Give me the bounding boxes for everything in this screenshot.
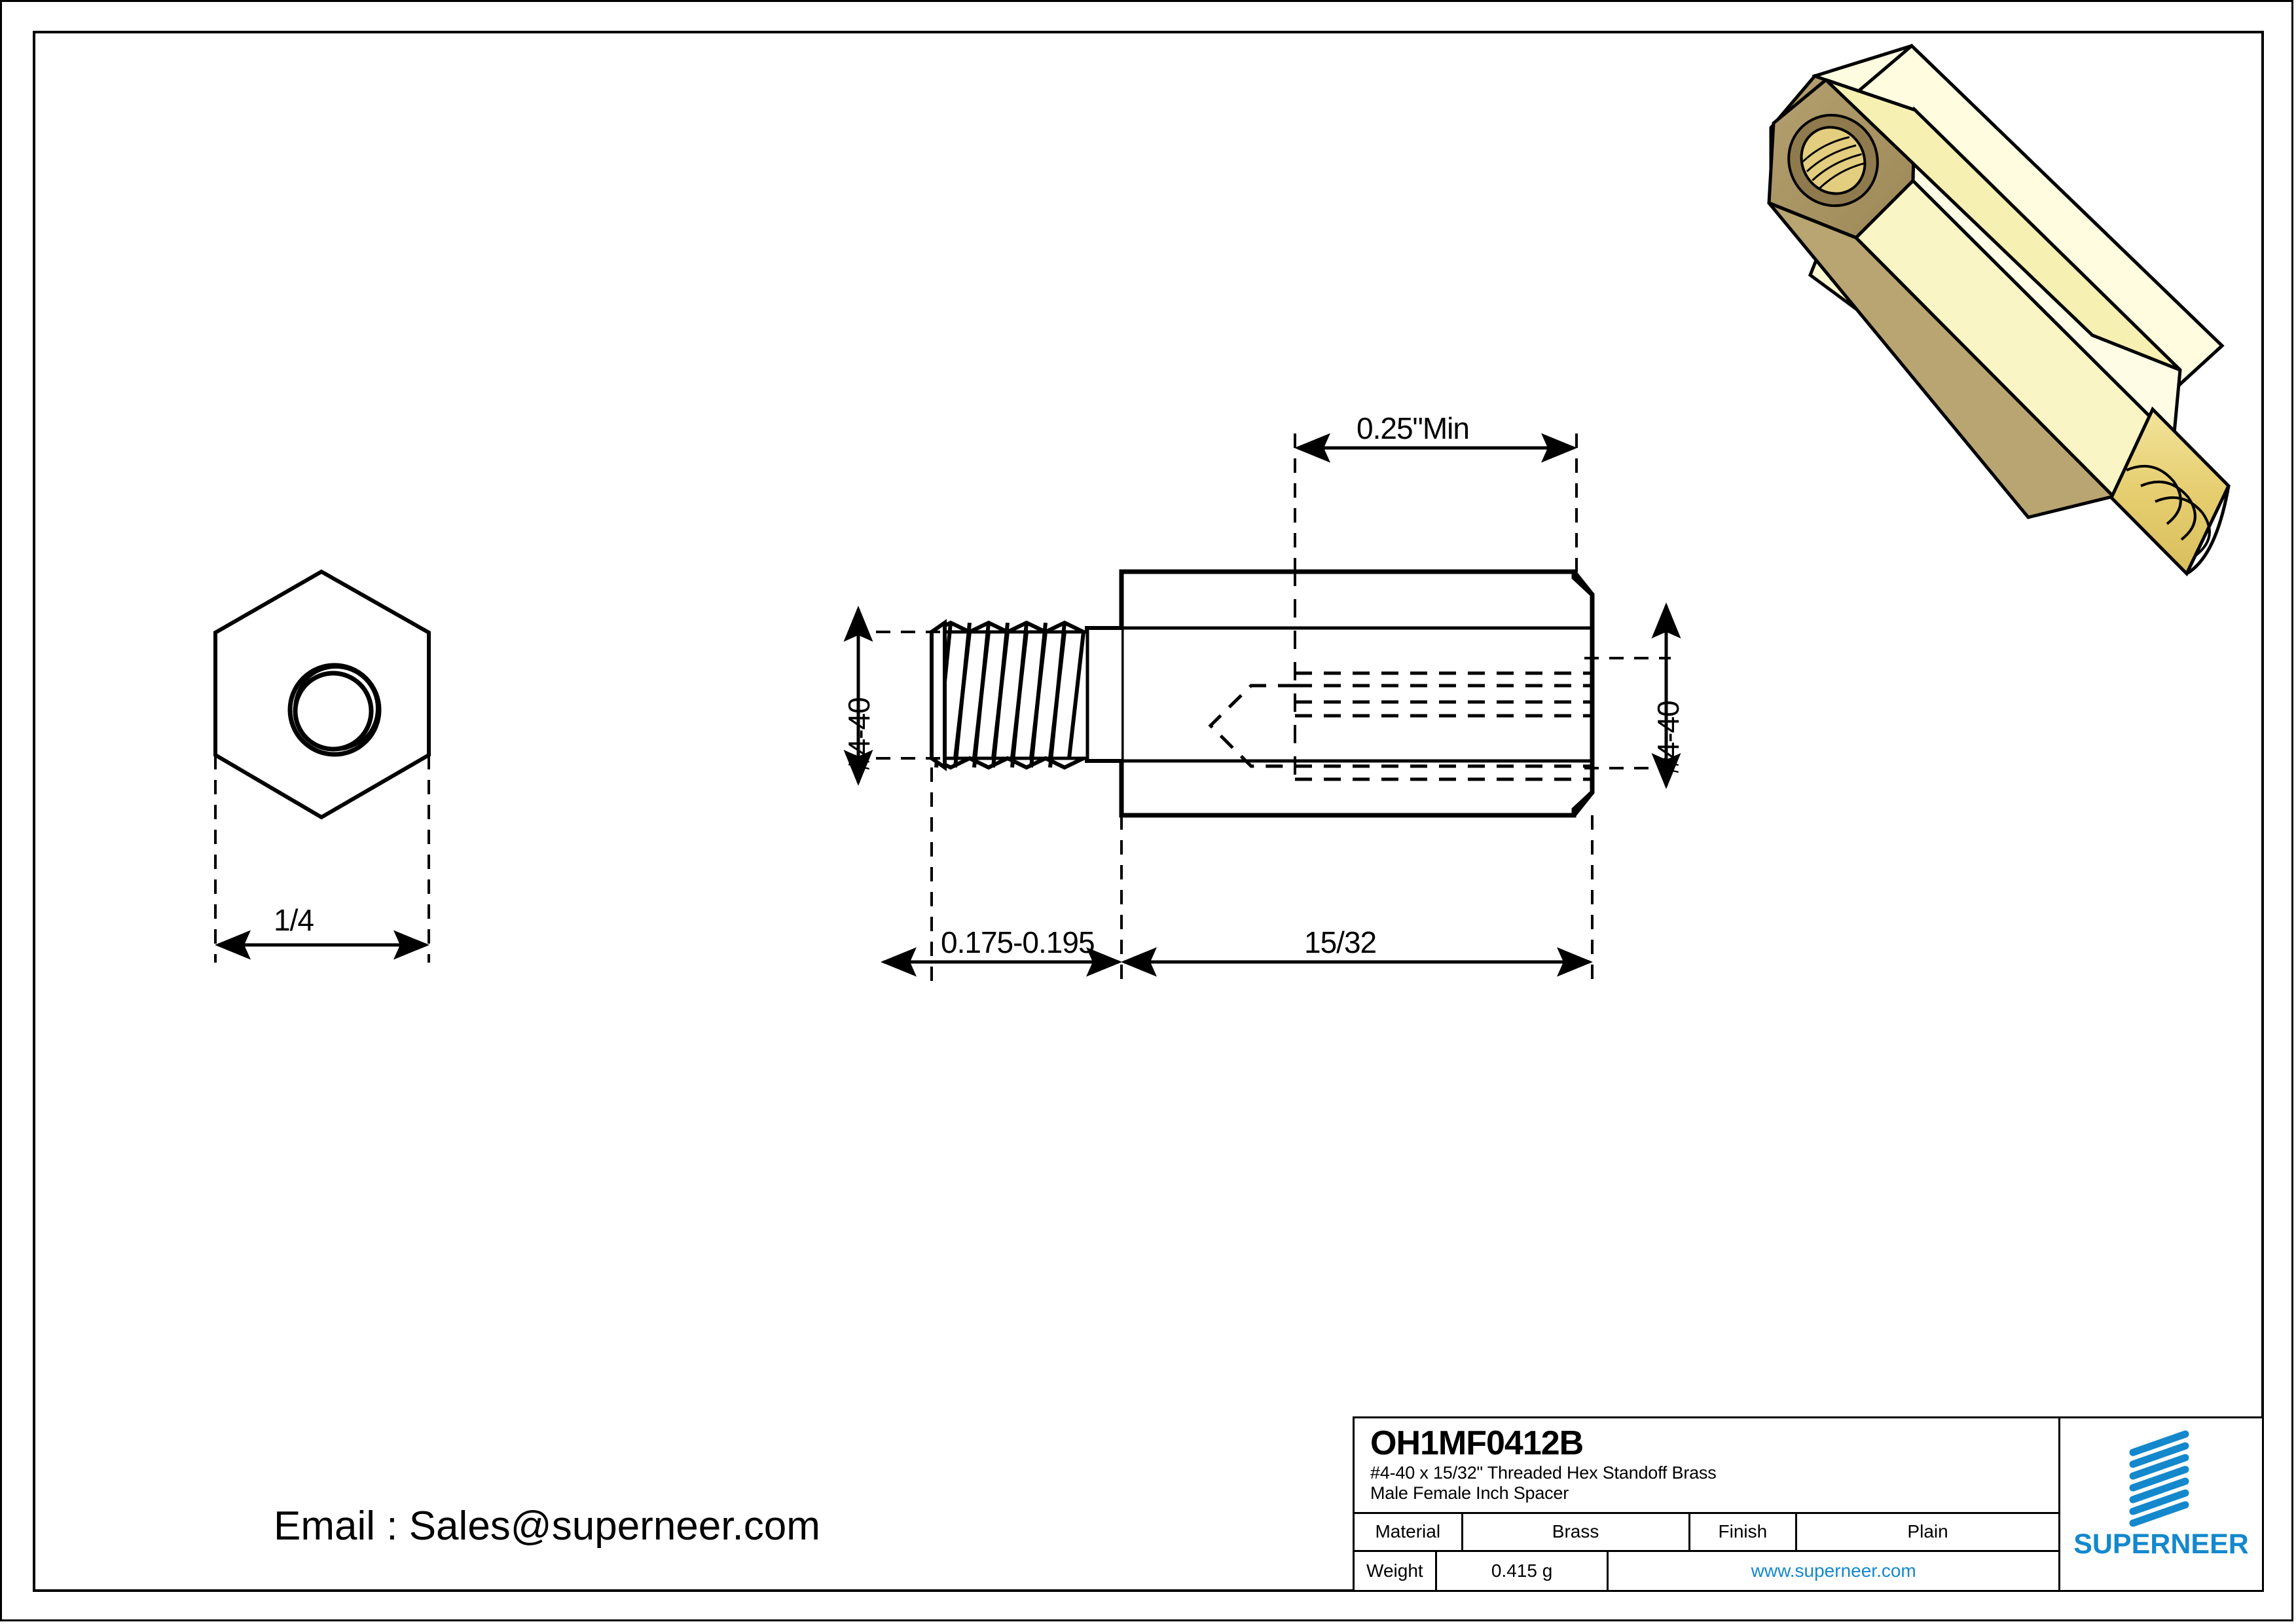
brand-logo-block: SUPERNEER — [2060, 1418, 2262, 1590]
finish-value: Plain — [1907, 1521, 1948, 1542]
finish-label: Finish — [1690, 1513, 1798, 1550]
dimension-label-male-thread-size: #4-40 — [842, 697, 876, 771]
weight-value: 0.415 g — [1437, 1551, 1609, 1590]
sheet-inner-frame — [33, 31, 2264, 1592]
title-block-description: OH1MF0412B #4-40 x 15/32" Threaded Hex S… — [1355, 1418, 2058, 1514]
material-value: Brass — [1463, 1513, 1690, 1550]
weight-row: Weight 0.415 g www.superneer.com — [1355, 1551, 2058, 1590]
contact-email-text: Email : Sales@superneer.com — [274, 1504, 820, 1549]
dimension-label-body-length: 15/32 — [1304, 925, 1377, 959]
description-line-2: Male Female Inch Spacer — [1370, 1483, 1569, 1503]
website-cell[interactable]: www.superneer.com — [1609, 1552, 2058, 1590]
dimension-label-female-thread-size: #4-40 — [1651, 701, 1685, 775]
description-line-1: #4-40 x 15/32" Threaded Hex Standoff Bra… — [1370, 1463, 1717, 1483]
material-label: Material — [1355, 1513, 1463, 1550]
material-row: Material Brass Finish Plain — [1355, 1513, 2058, 1552]
title-block-info: OH1MF0412B #4-40 x 15/32" Threaded Hex S… — [1355, 1418, 2060, 1590]
title-block: OH1MF0412B #4-40 x 15/32" Threaded Hex S… — [1353, 1416, 2264, 1592]
dimension-label-hex-width: 1/4 — [274, 903, 314, 937]
dimension-label-min-thread-engagement: 0.25"Min — [1357, 411, 1470, 445]
brand-name: SUPERNEER — [2073, 1528, 2249, 1560]
dimension-label-male-thread-length: 0.175-0.195 — [941, 925, 1095, 959]
part-number: OH1MF0412B — [1370, 1424, 1584, 1462]
website-link[interactable]: www.superneer.com — [1751, 1560, 1916, 1581]
weight-label: Weight — [1355, 1551, 1437, 1590]
superneer-logo-icon — [2129, 1430, 2189, 1527]
